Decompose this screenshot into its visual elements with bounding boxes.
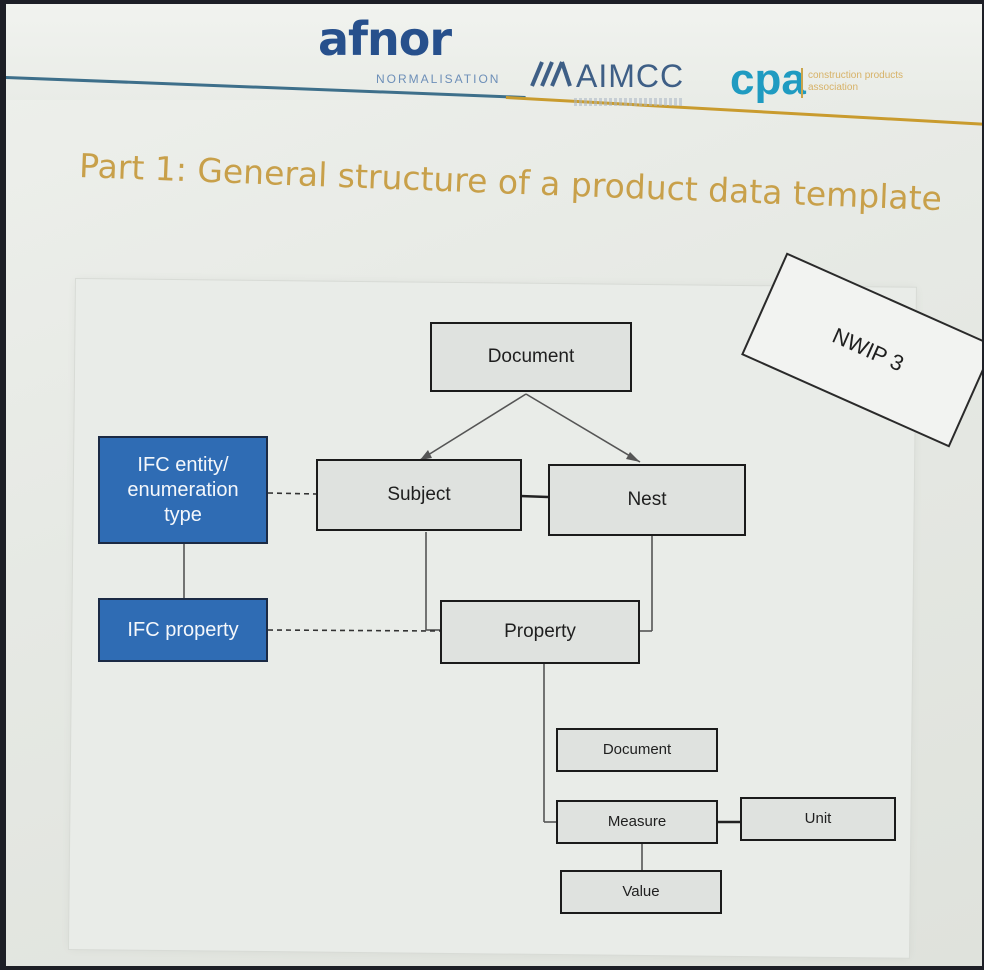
afnor-logo: afnor bbox=[318, 12, 452, 66]
node-value-label: Value bbox=[622, 882, 660, 900]
cpa-logo-subtitle: construction products association bbox=[808, 70, 904, 93]
node-ifc-entity-line-2: enumeration bbox=[127, 478, 239, 501]
arrowhead-nest-icon bbox=[626, 452, 640, 462]
nwip-badge-label: NWIP 3 bbox=[828, 322, 908, 377]
edge-document-subject bbox=[419, 393, 527, 461]
node-measure-label: Measure bbox=[607, 812, 667, 830]
node-ifc-entity: IFC entity/ enumeration type bbox=[98, 436, 268, 544]
node-property: Property bbox=[440, 600, 640, 664]
node-subject-label: Subject bbox=[387, 484, 451, 506]
aimcc-logo-mark-icon bbox=[530, 61, 572, 87]
edge-ifc-property-property bbox=[267, 629, 441, 632]
diagram-connectors bbox=[183, 393, 740, 870]
node-ifc-entity-line-3: type bbox=[164, 503, 202, 526]
arrowhead-subject-icon bbox=[420, 450, 432, 460]
edge-document-nest bbox=[525, 393, 641, 463]
afnor-logo-subtitle: NORMALISATION bbox=[376, 72, 501, 86]
node-document-sub: Document bbox=[556, 728, 718, 772]
node-subject: Subject bbox=[316, 459, 522, 531]
node-ifc-property-label: IFC property bbox=[127, 618, 239, 641]
node-property-label: Property bbox=[504, 621, 576, 643]
aimcc-logo: AIMCC bbox=[576, 58, 685, 94]
node-document-sub-label: Document bbox=[602, 740, 672, 758]
node-document-top-label: Document bbox=[487, 346, 575, 368]
node-unit-label: Unit bbox=[804, 809, 832, 827]
aimcc-logo-tagline bbox=[574, 98, 684, 106]
node-ifc-entity-line-1: IFC entity/ bbox=[137, 453, 229, 476]
edge-ifc-entity-subject bbox=[267, 492, 317, 495]
node-nest-label: Nest bbox=[627, 489, 667, 511]
node-document-top: Document bbox=[430, 322, 632, 392]
node-measure: Measure bbox=[556, 800, 718, 844]
node-nest: Nest bbox=[548, 464, 746, 536]
edge-subject-nest bbox=[519, 494, 549, 499]
node-value: Value bbox=[560, 870, 722, 914]
cpa-logo: cpa bbox=[730, 55, 806, 104]
node-ifc-property: IFC property bbox=[98, 598, 268, 662]
node-unit: Unit bbox=[740, 797, 896, 841]
cpa-logo-divider bbox=[801, 68, 803, 98]
projected-slide: afnor NORMALISATION AIMCC cpa constructi… bbox=[6, 4, 982, 966]
